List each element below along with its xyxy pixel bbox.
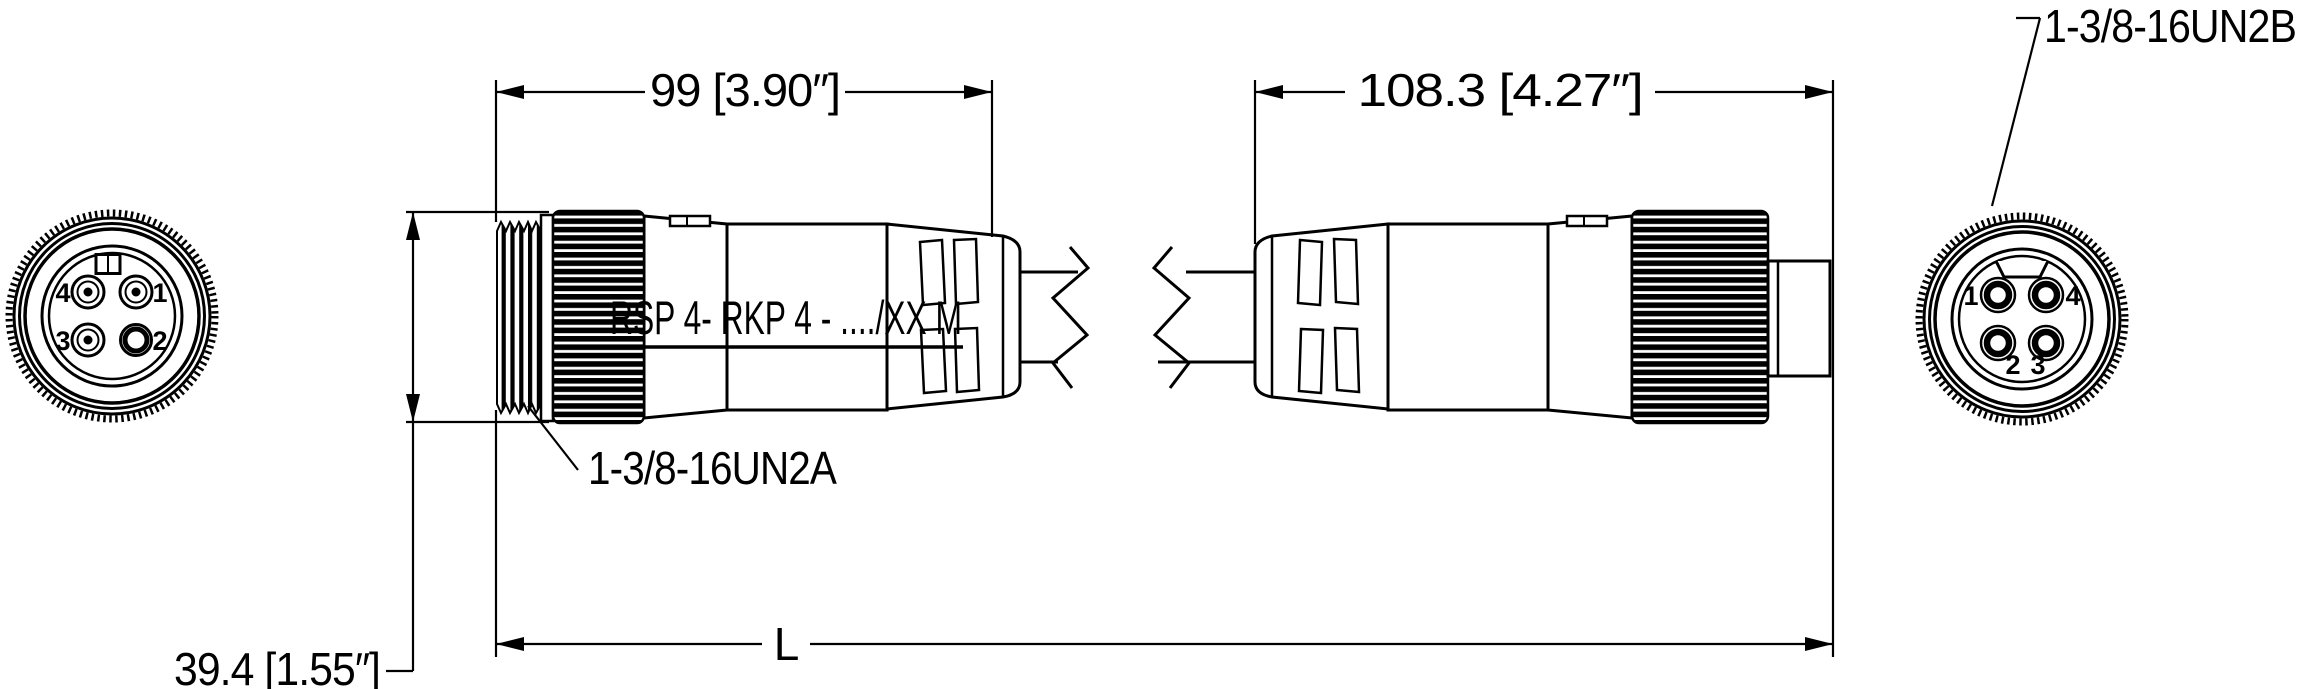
pin-label: 1 — [152, 278, 167, 308]
thread-flange — [539, 213, 555, 423]
male-connector-face-view — [5, 209, 219, 423]
top-tab — [668, 214, 712, 228]
pin-4 — [70, 274, 106, 310]
leader-male-thread — [527, 405, 579, 471]
male-thread — [496, 219, 542, 416]
knurled-ring-outer — [1915, 212, 2129, 426]
male-connector-side-view — [496, 209, 1022, 425]
socket-1 — [1979, 276, 2017, 314]
grip-slots — [918, 237, 981, 395]
coupling-shell-circle — [40, 244, 184, 388]
pin-label: 3 — [55, 326, 70, 356]
cable-break — [1020, 246, 1255, 389]
knurled-coupling-nut — [551, 209, 646, 425]
knurled-coupling-nut — [1630, 209, 1770, 425]
pin-label: 4 — [55, 278, 70, 308]
female-connector-face-view — [1915, 212, 2129, 426]
top-tab — [1565, 214, 1609, 228]
knurled-ring-outer — [5, 209, 219, 423]
socket-label: 1 — [1963, 281, 1978, 311]
pin-1 — [118, 274, 154, 310]
break-zigzag-right — [1151, 246, 1192, 389]
female-connector-side-view — [1253, 209, 1832, 425]
pin-2 — [119, 323, 153, 357]
body — [725, 222, 889, 412]
dim-female-length: 108.3 [4.27″] — [1358, 64, 1643, 116]
socket-4 — [2027, 276, 2065, 314]
dim-flange-size: 39.4 [1.55″] — [174, 643, 380, 689]
insert-face-circle — [1957, 254, 2087, 384]
coupling-shell-circle — [1950, 247, 2094, 391]
keyway-notch — [1994, 260, 2050, 279]
male-thread-label: 1-3/8-16UN2A — [588, 442, 837, 494]
body — [1386, 222, 1550, 412]
part-number: RSP 4- RKP 4 - ..../XX M — [610, 291, 962, 344]
pin-label: 2 — [152, 326, 167, 356]
socket-label: 4 — [2065, 281, 2080, 311]
pin-3 — [70, 322, 106, 358]
keyway-notch — [94, 253, 122, 275]
leader-female-thread — [1990, 17, 2042, 207]
dimension-arrows — [406, 85, 1833, 651]
break-zigzag-left — [1050, 246, 1091, 389]
grip-slots — [1296, 237, 1361, 395]
collar — [1546, 214, 1634, 420]
dim-male-length: 99 [3.90″] — [650, 64, 840, 116]
female-thread-label: 1-3/8-16UN2B — [2044, 0, 2296, 52]
dim-overall-length: L — [774, 618, 799, 670]
socket-label: 3 — [2030, 350, 2045, 380]
socket-label: 2 — [2005, 350, 2020, 380]
